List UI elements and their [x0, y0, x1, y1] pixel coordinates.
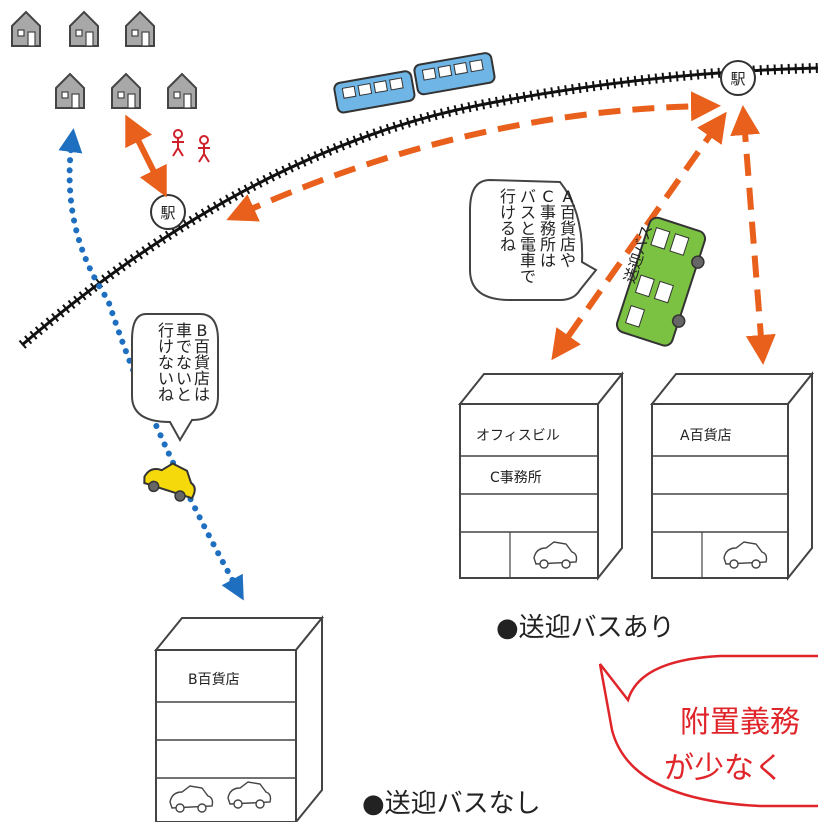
bubble-char: B: [197, 321, 208, 340]
bubble-char: ス: [520, 203, 536, 222]
house-icon: [125, 11, 155, 47]
bubble-char: A: [563, 187, 574, 206]
bubble-char: い: [176, 369, 192, 388]
bubble-char: と: [176, 385, 192, 404]
dept-b-building: B百貨店: [153, 615, 325, 822]
caption-with-bus: ●送迎バスあり: [496, 613, 675, 643]
bubble-char: 車: [520, 251, 536, 270]
red-callout: 附置義務 が少なく: [598, 654, 818, 808]
bubble-char: 店: [194, 369, 210, 388]
people-icons: [171, 129, 211, 163]
bubble-char: は: [194, 385, 210, 404]
station-right: 駅: [720, 60, 756, 96]
callout-line2: が少なく: [664, 751, 784, 786]
station-left: 駅: [150, 194, 186, 230]
house-icon: [69, 11, 99, 47]
caption-without-bus: ●送迎バスなし: [362, 789, 541, 819]
bubble-char: ね: [500, 235, 516, 254]
house-icon: [111, 73, 141, 109]
bubble-char: 貨: [560, 219, 576, 238]
bubble-char: け: [500, 203, 516, 222]
bubble-char: る: [500, 219, 516, 238]
house-icon: [11, 11, 41, 47]
arrow-station-dept-a: [730, 105, 776, 365]
bubble-char: 行: [500, 187, 516, 206]
railway-track: [18, 63, 818, 349]
arrow-station-station: [226, 91, 721, 222]
bubble-char: 百: [194, 337, 210, 356]
bubble-char: な: [158, 353, 174, 372]
callout-line1: 附置義務: [680, 705, 800, 740]
houses-cluster: [11, 11, 197, 109]
bubble-char: C: [542, 187, 553, 206]
bubble-char: 事: [540, 203, 556, 222]
bubble-char: け: [158, 337, 174, 356]
bubble-char: 百: [560, 203, 576, 222]
blue-dotted-route: [58, 128, 244, 601]
office-line2: C事務所: [490, 470, 542, 486]
bubble-char: バ: [520, 187, 536, 206]
bubble-char: や: [560, 251, 576, 270]
arrow-houses-station: [125, 114, 167, 198]
person-icon: [171, 129, 185, 157]
station-label: 駅: [730, 70, 745, 88]
bubble-char: 電: [520, 235, 536, 254]
house-icon: [55, 73, 85, 109]
bubble-char: で: [176, 337, 192, 356]
bubble-char: で: [520, 267, 536, 286]
bubble-char: は: [540, 251, 556, 270]
dept-b-label: B百貨店: [188, 671, 240, 688]
person-icon: [197, 135, 211, 163]
bubble-char: と: [520, 219, 536, 238]
bubble-char: 貨: [194, 353, 210, 372]
car-icon: [143, 462, 196, 502]
house-icon: [167, 73, 197, 109]
office-line1: オフィスビル: [476, 428, 560, 444]
dept-a-label: A百貨店: [680, 427, 732, 444]
bubble-char: な: [176, 353, 192, 372]
bubble-char: 店: [560, 235, 576, 254]
bubble-char: い: [158, 369, 174, 388]
arrow-station-office: [551, 111, 727, 361]
bubble-char: ね: [158, 385, 174, 404]
bubble-char: 車: [176, 321, 192, 340]
dept-a-building: A百貨店: [649, 371, 815, 581]
station-label: 駅: [160, 204, 175, 222]
bus-icon: [615, 216, 707, 347]
train-icon: [333, 52, 496, 114]
office-building: オフィスビル C事務所: [457, 371, 625, 581]
bubble-char: 行: [158, 321, 174, 340]
bubble-char: 所: [540, 235, 556, 254]
bubble-char: 務: [540, 219, 556, 238]
